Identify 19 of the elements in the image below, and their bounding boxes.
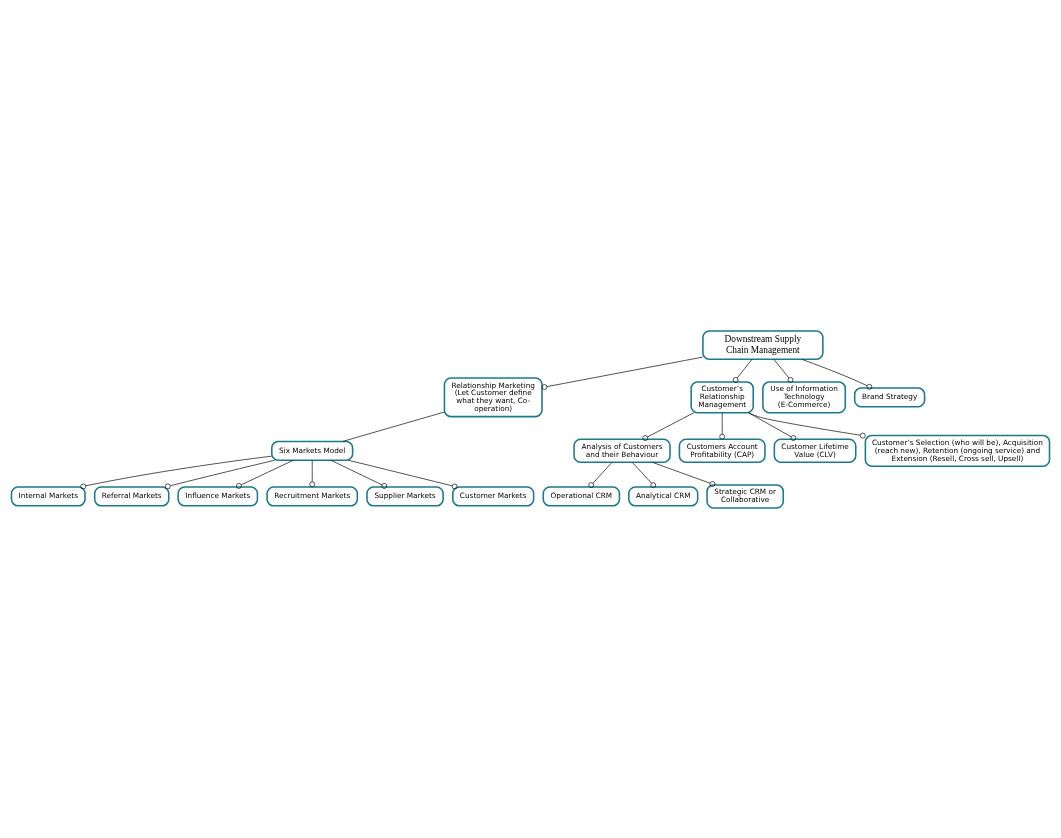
connector: [732, 358, 753, 383]
connector: [651, 461, 716, 487]
connector: [164, 459, 276, 489]
connector: [773, 358, 794, 383]
connector: [588, 461, 613, 488]
connector: [801, 358, 873, 390]
connector: [748, 411, 797, 441]
connector: [309, 459, 316, 487]
node-box: Downstream Supply Chain Management: [702, 329, 824, 360]
connector: [719, 411, 726, 440]
connector: [541, 356, 704, 390]
connector: [631, 461, 657, 488]
connector: [330, 459, 388, 489]
connector: [342, 411, 445, 442]
connector: [748, 411, 866, 439]
connector: [236, 459, 294, 489]
connector: [642, 411, 695, 441]
connector: [80, 455, 272, 489]
connector: [348, 459, 458, 489]
